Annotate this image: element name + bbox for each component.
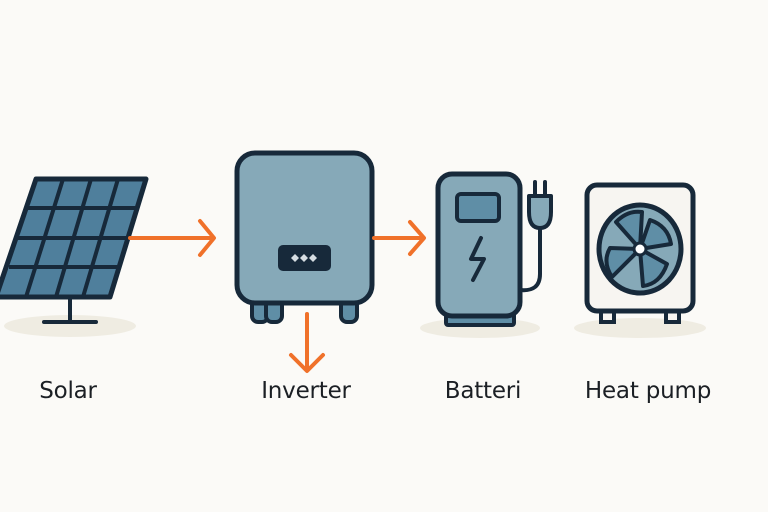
inverter-icon	[234, 150, 375, 324]
arrow-inverter-to-battery	[372, 220, 426, 256]
lightning-bolt-icon	[469, 236, 486, 282]
node-label-solar: Solar	[39, 378, 97, 404]
arrow-inverter-down	[289, 312, 325, 373]
node-label-heat-pump: Heat pump	[584, 378, 712, 404]
node-label-battery: Batteri	[444, 378, 522, 404]
solar-panel-icon	[0, 176, 149, 324]
node-label-inverter: Inverter	[261, 378, 351, 404]
battery-charger-icon	[435, 171, 553, 327]
solar-shadow	[4, 315, 136, 337]
heat-pump-fan-icon	[584, 182, 696, 324]
heat-pump-shadow	[574, 318, 706, 338]
arrow-solar-to-inverter	[128, 219, 216, 257]
